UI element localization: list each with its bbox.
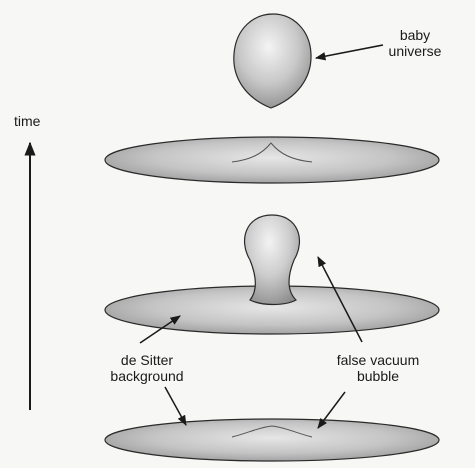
baby-universe-label-line2: universe [388, 43, 442, 59]
false-vacuum-pointer-upper [317, 256, 363, 343]
baby-universe-bubble [233, 13, 312, 109]
de-sitter-pointer-lower [164, 386, 187, 426]
de-sitter-disk-3 [104, 136, 440, 184]
baby-universe-pointer [314, 44, 384, 61]
false-vacuum-bubble-growing [243, 214, 301, 306]
baby-universe-label-line1: baby [399, 27, 431, 43]
de-sitter-label-line2: background [110, 368, 184, 384]
false-vacuum-pointer-lower [317, 391, 346, 429]
time-axis-label: time [14, 113, 41, 129]
de-sitter-label-line1: de Sitter [120, 352, 174, 368]
false-vacuum-label-line2: bubble [356, 368, 400, 384]
de-sitter-disk-1 [104, 418, 440, 462]
false-vacuum-label-line1: false vacuum [336, 352, 420, 368]
de-sitter-pointer-upper [139, 315, 181, 344]
false-vacuum-bubble-small [231, 425, 313, 438]
pinch-scar [231, 142, 313, 163]
